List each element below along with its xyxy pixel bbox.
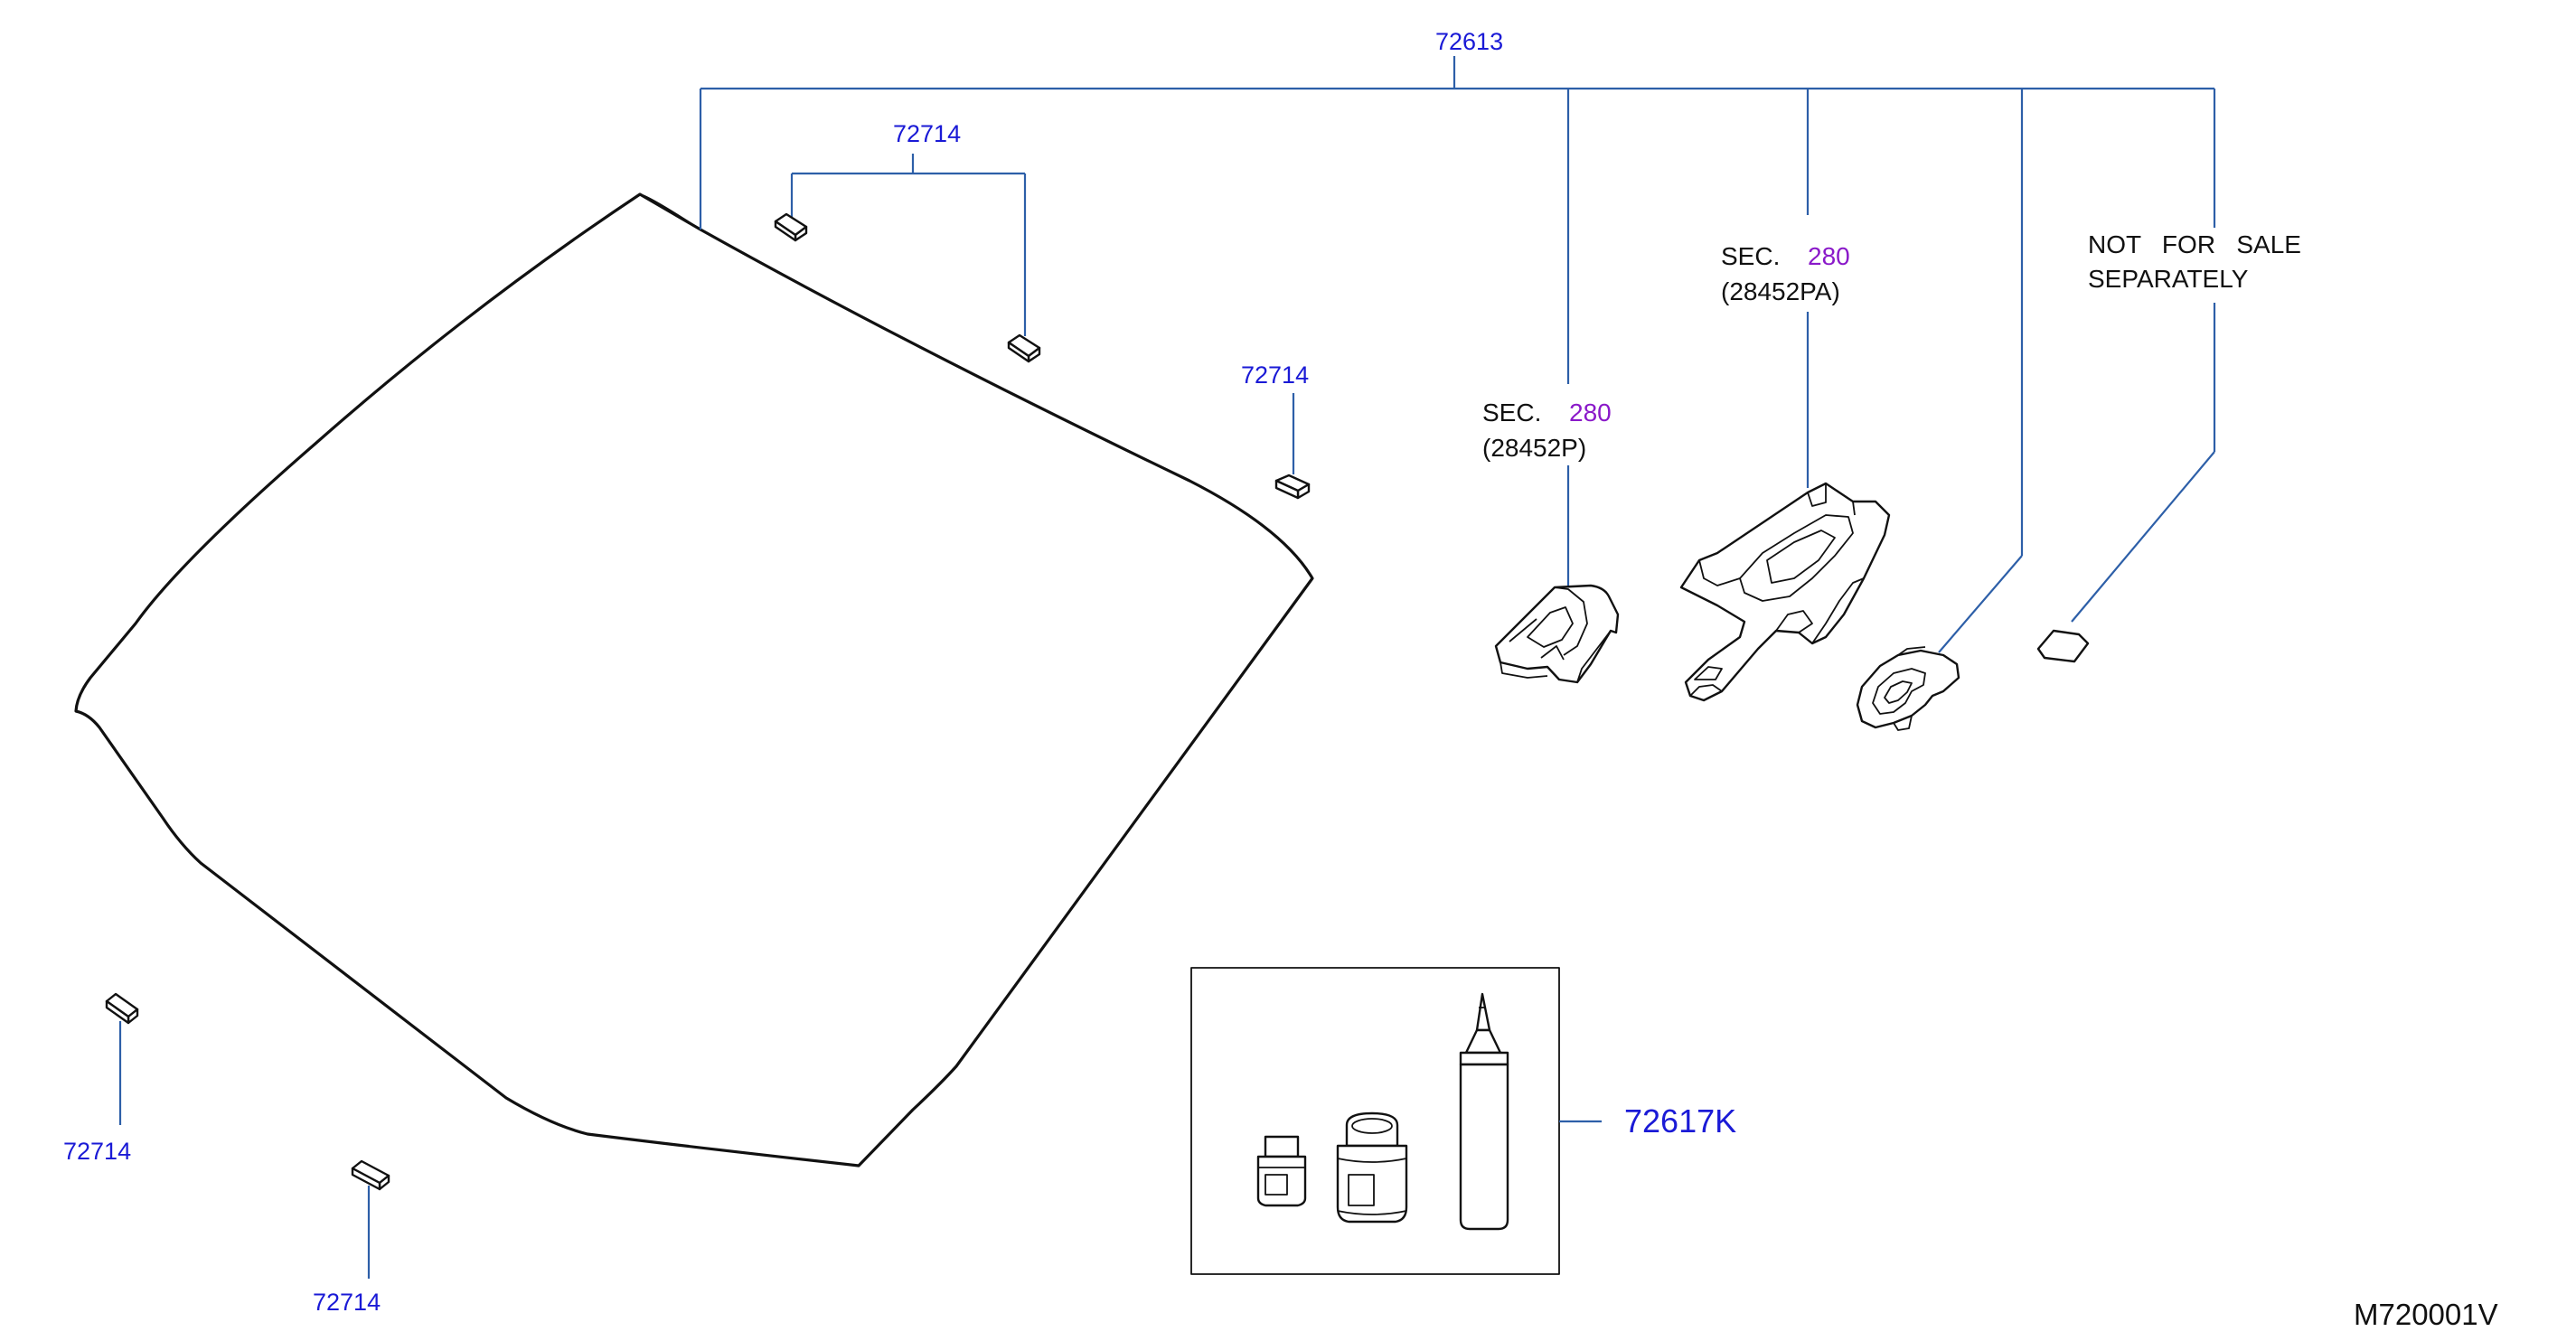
sec-number-label[interactable]: 280 <box>1569 399 1612 427</box>
spacer-clip-left[interactable] <box>105 992 139 1025</box>
sec-prefix-label: SEC. <box>1721 242 1780 270</box>
sec-prefix-label: SEC. <box>1482 399 1541 427</box>
not-for-sale-line1: NOT FOR SALE <box>2088 230 2301 258</box>
primer-bottle-small[interactable] <box>1256 1135 1307 1207</box>
sec-number-label[interactable]: 280 <box>1808 242 1850 270</box>
kit-part-number[interactable]: 72617K <box>1624 1102 1736 1139</box>
not-for-sale-notice: NOT FOR SALE SEPARATELY <box>2088 230 2301 293</box>
sensor-gasket[interactable] <box>1856 646 1960 731</box>
spacer-bottom-part-number[interactable]: 72714 <box>313 1289 381 1316</box>
adhesive-pad[interactable] <box>2036 629 2090 663</box>
sec-part-label: (28452PA) <box>1721 277 1840 305</box>
urethane-cartridge[interactable] <box>1459 992 1509 1231</box>
sensor-bracket-28452p[interactable] <box>1494 584 1620 684</box>
spacer-clip-bottom[interactable] <box>351 1159 390 1191</box>
primer-bottle-large[interactable] <box>1336 1111 1408 1224</box>
mirror-bracket-28452pa[interactable] <box>1679 482 1891 702</box>
spacer-clip-middle[interactable] <box>1274 474 1311 500</box>
diagram-code: M720001V <box>2354 1298 2498 1331</box>
spacer-clip-top-left[interactable] <box>774 212 808 242</box>
sec-part-label: (28452P) <box>1482 434 1586 462</box>
spacer-top-leader <box>790 154 1027 336</box>
assembly-leader-bracket <box>699 56 2216 653</box>
sec-ref-28452pa[interactable]: SEC. 280 (28452PA) <box>1721 242 1850 305</box>
spacer-clip-top-right[interactable] <box>1007 333 1041 363</box>
windshield-glass[interactable] <box>74 192 1314 1168</box>
spacer-left-part-number[interactable]: 72714 <box>63 1138 131 1165</box>
assembly-part-number[interactable]: 72613 <box>1435 28 1503 55</box>
not-for-sale-line2: SEPARATELY <box>2088 265 2249 293</box>
spacer-top-part-number[interactable]: 72714 <box>893 120 961 147</box>
spacer-mid-part-number[interactable]: 72714 <box>1241 361 1309 389</box>
sec-ref-28452p[interactable]: SEC. 280 (28452P) <box>1482 399 1612 462</box>
